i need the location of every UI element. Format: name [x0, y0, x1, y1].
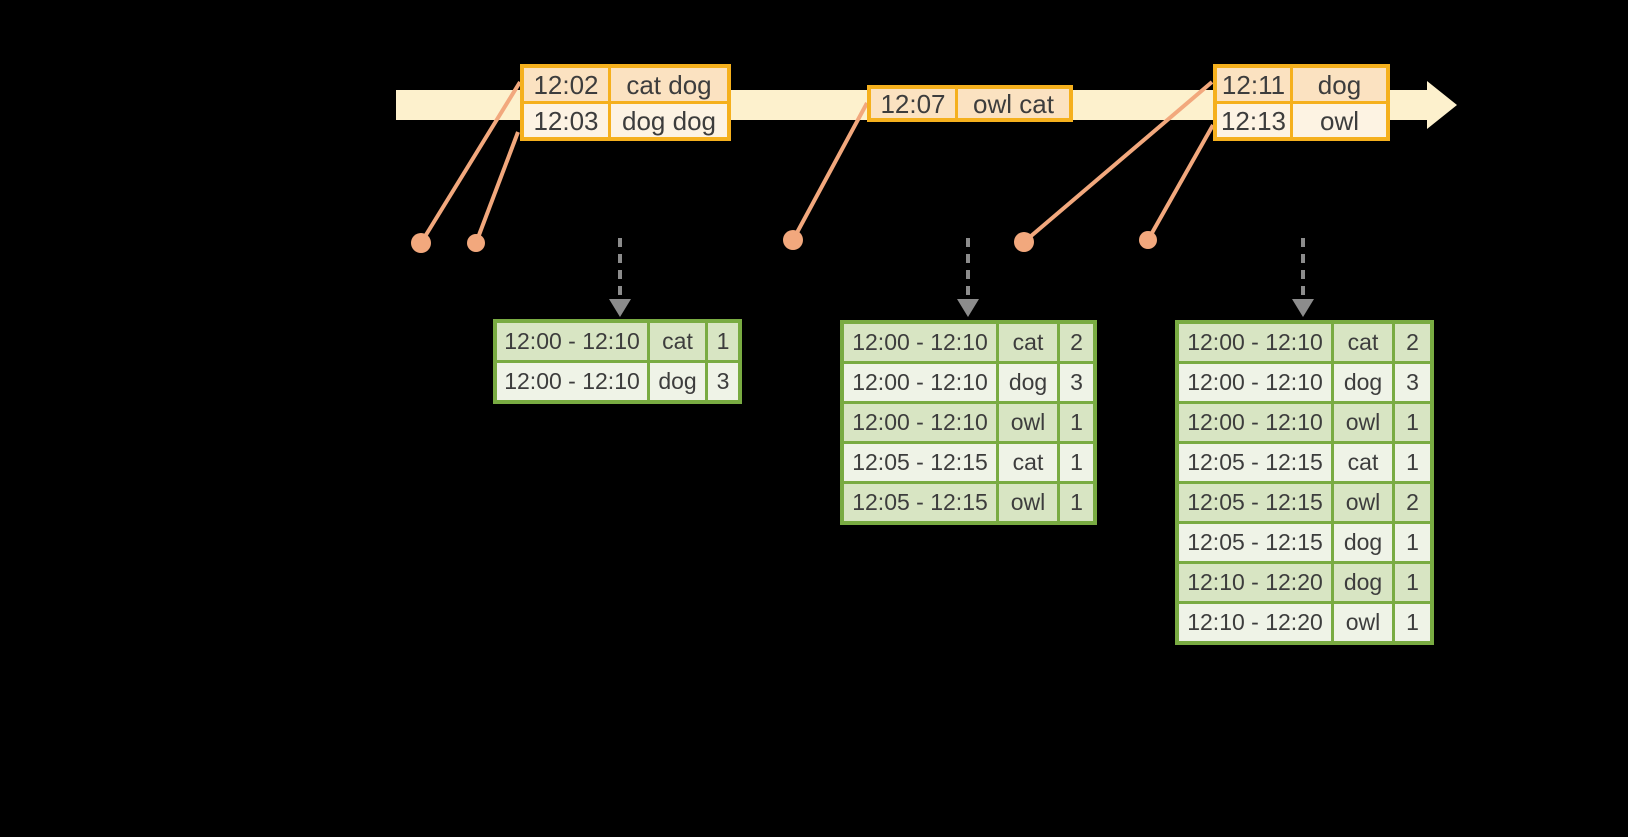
connector-line — [1146, 124, 1215, 241]
event-words-cell: dog — [1293, 68, 1386, 101]
event-table-2: 12:07 owl cat — [867, 85, 1073, 122]
down-arrowhead-icon — [1292, 299, 1314, 317]
count-cell: 2 — [1395, 484, 1430, 521]
window-cell: 12:05 - 12:15 — [1179, 524, 1331, 561]
event-time-cell: 12:02 — [524, 68, 608, 101]
event-time-cell: 12:11 — [1217, 68, 1290, 101]
count-cell: 1 — [1395, 524, 1430, 561]
window-cell: 12:10 - 12:20 — [1179, 604, 1331, 641]
count-cell: 2 — [1395, 324, 1430, 361]
word-cell: dog — [1334, 524, 1392, 561]
count-cell: 2 — [1060, 324, 1093, 361]
word-cell: dog — [1334, 364, 1392, 401]
down-arrowhead-icon — [609, 299, 631, 317]
word-cell: dog — [1334, 564, 1392, 601]
window-cell: 12:00 - 12:10 — [497, 363, 647, 400]
event-words-cell: dog dog — [611, 104, 727, 137]
word-cell: cat — [1334, 324, 1392, 361]
count-cell: 3 — [708, 363, 738, 400]
window-cell: 12:00 - 12:10 — [844, 404, 996, 441]
event-words-cell: owl — [1293, 104, 1386, 137]
window-cell: 12:00 - 12:10 — [1179, 324, 1331, 361]
count-cell: 1 — [1060, 444, 1093, 481]
down-arrowhead-icon — [957, 299, 979, 317]
event-words-cell: owl cat — [958, 89, 1069, 118]
window-cell: 12:00 - 12:10 — [497, 323, 647, 360]
word-cell: owl — [999, 484, 1057, 521]
window-cell: 12:10 - 12:20 — [1179, 564, 1331, 601]
window-cell: 12:05 - 12:15 — [844, 444, 996, 481]
result-table-3: 12:00 - 12:10 cat 2 12:00 - 12:10 dog 3 … — [1175, 320, 1434, 645]
window-cell: 12:05 - 12:15 — [1179, 444, 1331, 481]
event-dot-icon — [1014, 232, 1034, 252]
word-cell: cat — [999, 324, 1057, 361]
connector-line — [791, 102, 869, 241]
count-cell: 1 — [708, 323, 738, 360]
connector-line — [474, 131, 520, 244]
window-cell: 12:00 - 12:10 — [844, 324, 996, 361]
word-cell: owl — [1334, 484, 1392, 521]
event-dot-icon — [411, 233, 431, 253]
result-table-2: 12:00 - 12:10 cat 2 12:00 - 12:10 dog 3 … — [840, 320, 1097, 525]
window-cell: 12:05 - 12:15 — [844, 484, 996, 521]
word-cell: owl — [1334, 604, 1392, 641]
count-cell: 1 — [1395, 404, 1430, 441]
event-table-1: 12:02 cat dog 12:03 dog dog — [520, 64, 731, 141]
connector-line — [1022, 80, 1214, 244]
word-cell: cat — [650, 323, 705, 360]
count-cell: 1 — [1060, 404, 1093, 441]
count-cell: 3 — [1060, 364, 1093, 401]
window-cell: 12:00 - 12:10 — [844, 364, 996, 401]
count-cell: 1 — [1395, 604, 1430, 641]
window-cell: 12:05 - 12:15 — [1179, 484, 1331, 521]
count-cell: 1 — [1395, 564, 1430, 601]
window-cell: 12:00 - 12:10 — [1179, 404, 1331, 441]
count-cell: 3 — [1395, 364, 1430, 401]
event-time-cell: 12:03 — [524, 104, 608, 137]
event-dot-icon — [783, 230, 803, 250]
count-cell: 1 — [1060, 484, 1093, 521]
timeline-arrowhead-icon — [1427, 81, 1457, 129]
connector-line — [419, 80, 522, 245]
count-cell: 1 — [1395, 444, 1430, 481]
word-cell: dog — [999, 364, 1057, 401]
word-cell: cat — [999, 444, 1057, 481]
word-cell: dog — [650, 363, 705, 400]
word-cell: cat — [1334, 444, 1392, 481]
event-dot-icon — [467, 234, 485, 252]
window-cell: 12:00 - 12:10 — [1179, 364, 1331, 401]
word-cell: owl — [1334, 404, 1392, 441]
event-time-cell: 12:13 — [1217, 104, 1290, 137]
event-table-3: 12:11 dog 12:13 owl — [1213, 64, 1390, 141]
event-dot-icon — [1139, 231, 1157, 249]
event-words-cell: cat dog — [611, 68, 727, 101]
event-time-cell: 12:07 — [871, 89, 955, 118]
result-table-1: 12:00 - 12:10 cat 1 12:00 - 12:10 dog 3 — [493, 319, 742, 404]
word-cell: owl — [999, 404, 1057, 441]
